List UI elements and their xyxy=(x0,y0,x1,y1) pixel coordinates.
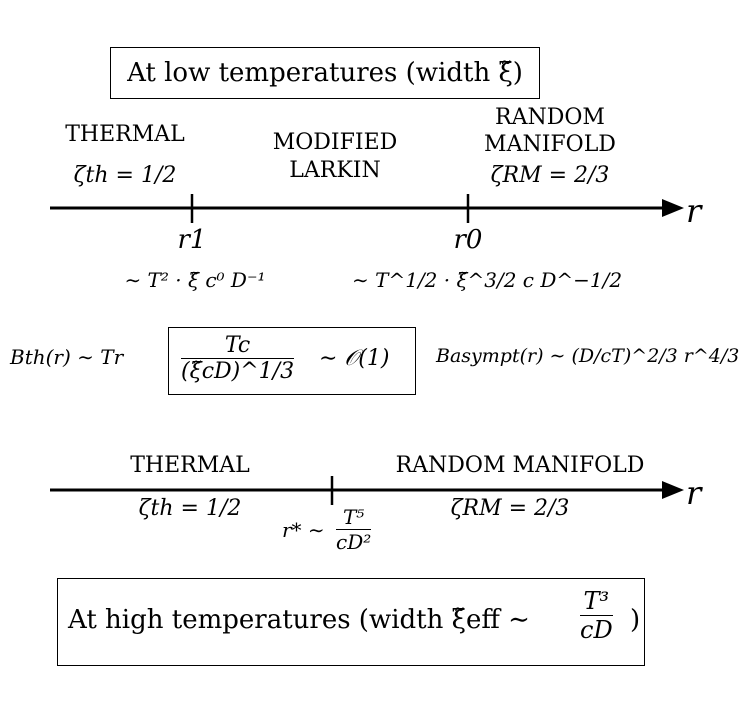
rstar-denominator: cD² xyxy=(336,530,372,554)
top-axis-arrow xyxy=(662,199,684,217)
tc-order-one: ∼ 𝒪(1) xyxy=(319,346,390,371)
high-temp-title-box: At high temperatures (width ξ̃eff ∼ T³ c… xyxy=(57,578,645,666)
b-asympt-formula: Basympt(r) ∼ (D/cT)^2/3 r^4/3 xyxy=(436,345,740,367)
top-rm-line2: MANIFOLD xyxy=(484,132,616,157)
tc-relation-box: Tc (ξ̃cD)^1/3 ∼ 𝒪(1) xyxy=(168,327,416,395)
r1-label: r1 xyxy=(177,225,207,255)
bottom-rm-zeta: ζRM = 2/3 xyxy=(450,496,570,521)
rstar-numerator: T⁵ xyxy=(336,505,372,530)
high-temp-fraction: T³ cD xyxy=(580,587,613,644)
r0-scaling: ∼ T^1/2 · ξ̃^3/2 c D^−1/2 xyxy=(352,268,623,292)
top-rm-line1: RANDOM xyxy=(495,105,605,130)
modified-larkin-line1: MODIFIED xyxy=(272,130,398,155)
bottom-axis-variable: r xyxy=(686,474,702,512)
tc-numerator: Tc xyxy=(181,333,295,359)
bottom-axis-arrow xyxy=(662,481,684,499)
modified-larkin-line2: LARKIN xyxy=(289,158,381,183)
top-thermal-label: THERMAL xyxy=(65,122,185,147)
tc-fraction: Tc (ξ̃cD)^1/3 xyxy=(181,333,295,384)
tc-denominator: (ξ̃cD)^1/3 xyxy=(181,359,295,384)
high-temp-title-prefix: At high temperatures (width ξ̃eff ∼ xyxy=(68,605,530,635)
rstar-label: r* ∼ xyxy=(282,518,325,542)
b-thermal-formula: Bth(r) ∼ Tr xyxy=(10,345,124,369)
bottom-rm-label: RANDOM MANIFOLD xyxy=(395,453,645,478)
rstar-fraction: T⁵ cD² xyxy=(336,505,372,554)
top-axis-variable: r xyxy=(686,192,702,230)
low-temp-title-box: At low temperatures (width ξ̃) xyxy=(110,47,540,99)
r0-label: r0 xyxy=(453,225,483,255)
r1-scaling: ∼ T² · ξ̃ c⁰ D⁻¹ xyxy=(124,268,266,292)
high-temp-denominator: cD xyxy=(580,616,613,644)
top-thermal-zeta: ζth = 1/2 xyxy=(73,163,177,188)
high-temp-numerator: T³ xyxy=(580,587,613,616)
bottom-thermal-label: THERMAL xyxy=(130,453,250,478)
top-rm-zeta: ζRM = 2/3 xyxy=(490,163,610,188)
high-temp-title-suffix: ) xyxy=(630,605,641,635)
low-temp-title: At low temperatures (width ξ̃) xyxy=(127,58,523,88)
bottom-thermal-zeta: ζth = 1/2 xyxy=(138,496,242,521)
